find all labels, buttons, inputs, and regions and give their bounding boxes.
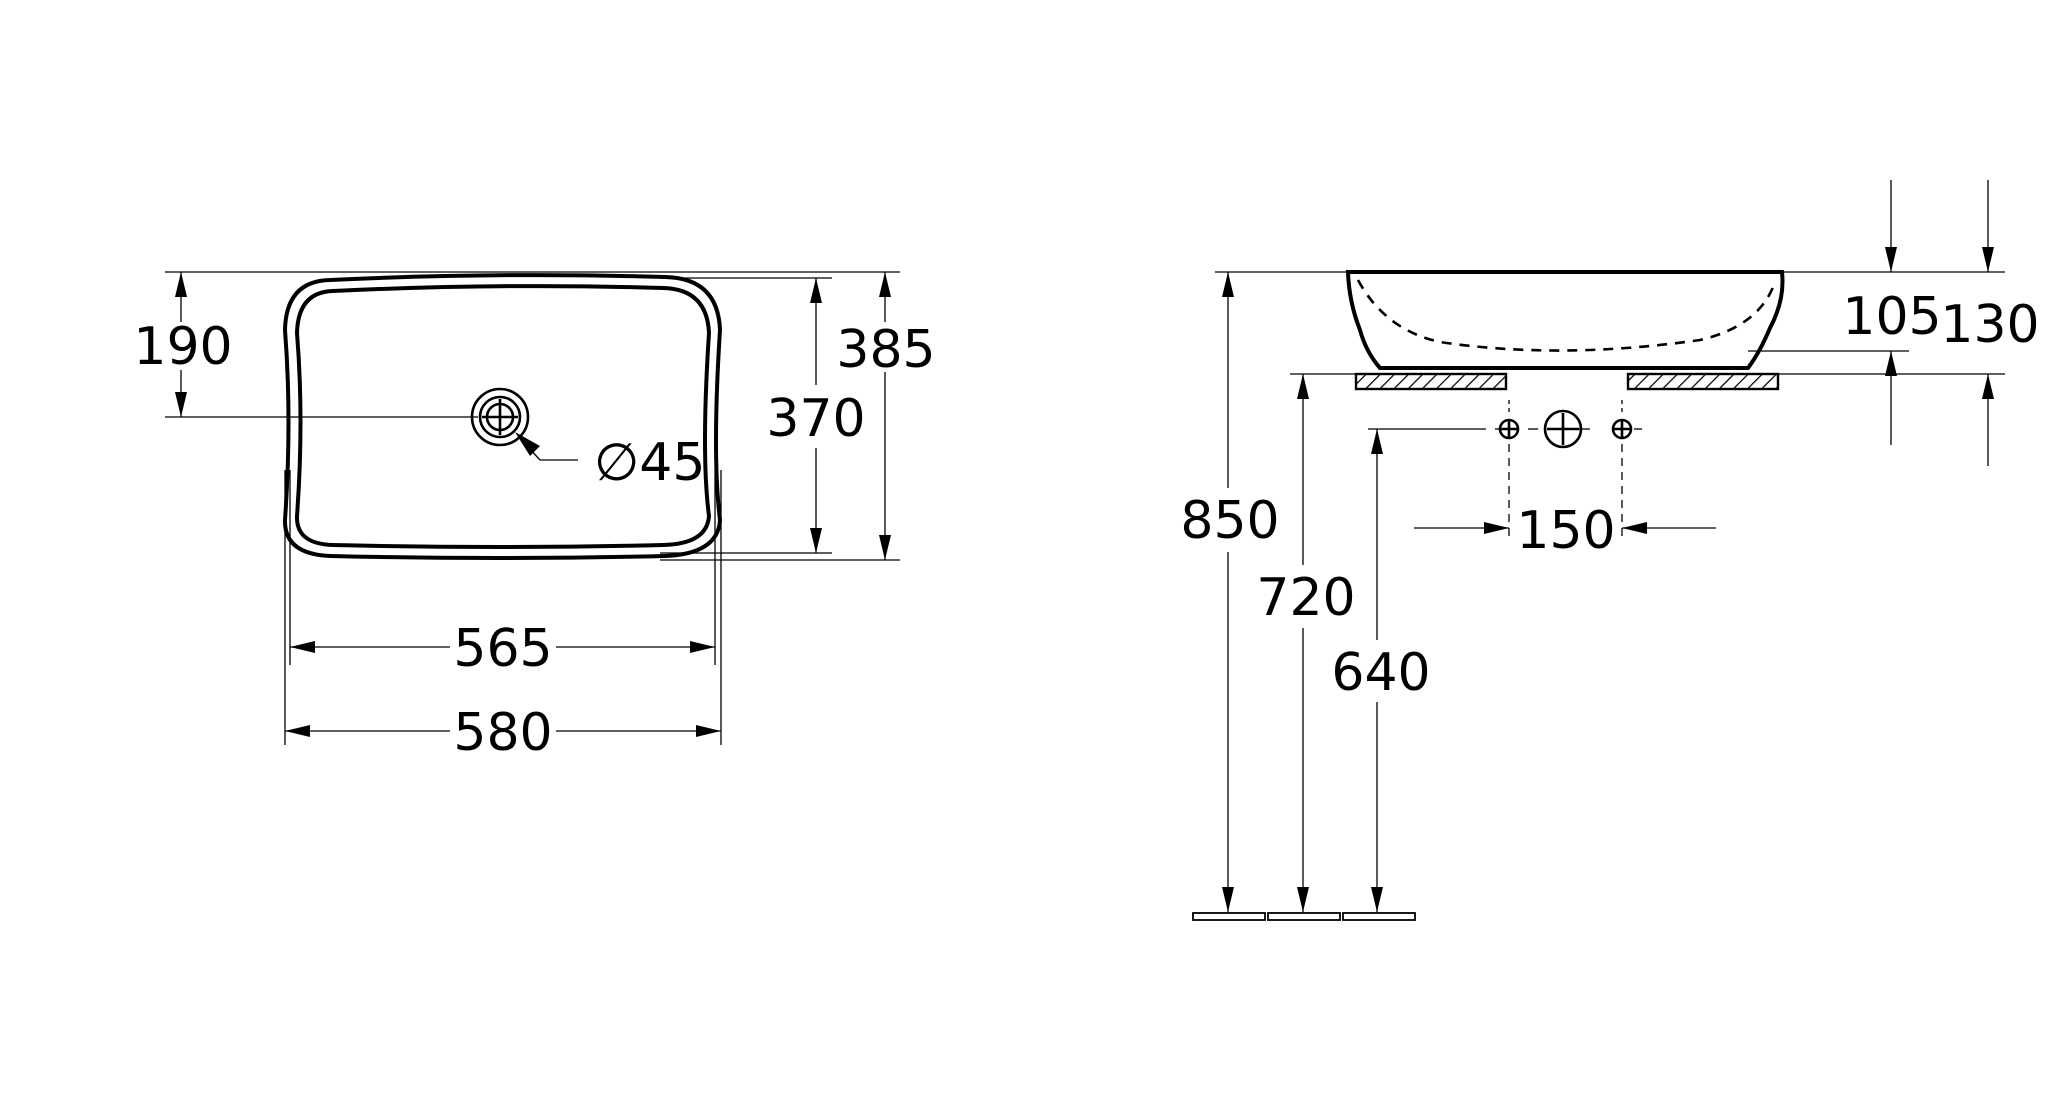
countertop-right	[1626, 372, 1780, 391]
dim-diameter-45: ∅45	[515, 432, 705, 493]
dim-hole-diameter-label: ∅45	[594, 433, 705, 493]
floor-line	[1192, 912, 1416, 921]
dim-tap-spacing-label: 150	[1516, 501, 1615, 561]
basin-profile	[1345, 270, 1785, 370]
dim-inner-width-label: 565	[453, 619, 552, 679]
dim-720: 720	[1256, 374, 1356, 912]
basin-inner-dashed	[1356, 279, 1777, 352]
top-view: 190 370 385 ∅45	[133, 271, 936, 763]
dim-counter-height-label: 720	[1256, 568, 1355, 628]
dim-bowl-height-inner-label: 105	[1842, 287, 1941, 347]
countertop-left	[1354, 372, 1508, 391]
dim-850: 850	[1180, 272, 1280, 912]
dim-inner-depth-label: 370	[766, 389, 865, 449]
dim-580: 580	[285, 703, 721, 763]
dim-bowl-height-outer-label: 130	[1940, 295, 2039, 355]
dim-105: 105	[1842, 180, 1942, 445]
tap-connections	[1368, 400, 1642, 540]
basin-outline-inner	[294, 284, 712, 549]
dim-outer-width-label: 580	[453, 703, 552, 763]
dim-total-height-label: 850	[1180, 491, 1279, 551]
dim-hole-offset-label: 190	[133, 317, 232, 377]
basin-outline-outer	[282, 273, 723, 560]
dim-outer-depth-label: 385	[836, 320, 935, 380]
dim-supply-height-label: 640	[1331, 643, 1430, 703]
dim-565: 565	[290, 619, 715, 679]
dim-640: 640	[1331, 429, 1431, 912]
dim-190: 190	[133, 272, 233, 417]
dim-150: 150	[1414, 501, 1716, 561]
dim-130: 130	[1940, 180, 2040, 466]
dim-370: 370	[766, 278, 866, 553]
side-view: 150 105 130 850	[1180, 180, 2040, 921]
dim-385: 385	[836, 272, 936, 560]
